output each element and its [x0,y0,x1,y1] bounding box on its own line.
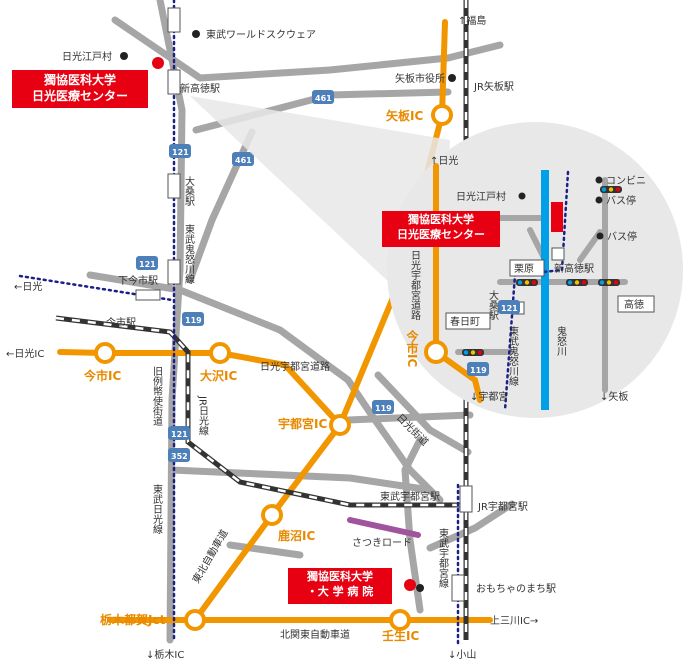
label-tobu-utsunomiya-line: 東武宇都宮線 [437,527,449,588]
road-r121-main [156,0,186,644]
hospital-label-inset: 獨協医科大学 日光医療センター [382,211,500,247]
hospital-nikko-line2: 日光医療センター [31,89,128,104]
inset-label-takatoku: 高徳 [624,298,644,311]
label-oyama: ↓小山 [448,649,476,661]
route-121-a: 121 [172,148,189,157]
label-tobu-nikko-line: 東武日光線 [151,483,163,534]
interchanges [94,104,453,631]
hospital-marker-nikko [152,57,164,69]
hospital-nikko-line1: 獨協医科大学 [43,73,116,87]
label-omocha-no-machi-sta: おもちゃのまち駅 [476,583,556,595]
route-119-b: 119 [375,404,392,413]
inset-label-bus-stop-2: バス停 [607,230,637,243]
label-jr-utsunomiya-sta: JR宇都宮駅 [477,500,528,513]
hospital-label-nikko: 獨協医科大学 日光医療センター [12,70,148,108]
label-kitakanto-expressway: 北関東自動車道 [280,628,350,641]
label-ojiki-sta: 大桑駅 [183,175,195,207]
label-imaichi-ic: 今市IC [83,368,121,383]
inset-label-ojiki-sta: 大桑駅 [487,289,499,321]
hospital-main-line2: ・大 学 病 院 [306,584,374,598]
label-tobu-kinugawa-line: 東武鬼怒川線 [183,223,195,284]
label-tochigi-ic: ↓栃木IC [146,648,184,661]
route-461-a: 461 [315,94,332,103]
label-shin-takatoku-sta: 新高徳駅 [180,82,220,95]
road-city-east [344,411,474,424]
label-utsunomiya-ic: 宇都宮IC [278,416,327,431]
inset-label-kasugacho: 春日町 [450,316,480,328]
route-121-c: 121 [171,430,188,439]
inset-label-shin-takatoku: 新高徳駅 [554,262,594,275]
inset-label-tobu-kinugawa-line: 東武鬼怒川線 [507,325,519,386]
inset-label-kurihara: 栗原 [514,263,534,275]
label-nikko-edomura: 日光江戸村 [62,50,112,63]
label-fukushima: ↑福島 [458,14,486,27]
route-119-a: 119 [185,316,202,325]
inset-label-kinugawa: 鬼怒川 [555,325,567,356]
label-satsuki-road: さつきロード [352,537,412,549]
label-tochigi-tsuga-jct: 栃木都賀Jct [100,612,166,627]
inset-label-nikko-utsunomiya-road: 日光宇都宮道路 [409,250,421,321]
label-jr-nikko-line: JR日光線 [197,395,209,436]
label-osawa-ic: 大沢IC [200,368,237,383]
satsuki-road-line [347,517,421,538]
inset-label-imaichi-ic: 今市IC [405,329,419,368]
label-jr-yaita-sta: JR矢板駅 [473,80,514,93]
label-mibu-ic: 壬生IC [382,628,419,643]
route-121-b: 121 [139,260,156,269]
inset-label-convenience: コンビニ [606,175,646,187]
label-yaita-city-hall: 矢板市役所 [395,72,445,85]
label-nikko-utsunomiya-road: 日光宇都宮道路 [260,360,330,373]
label-tobu-utsunomiya-sta: 東武宇都宮駅 [380,490,440,503]
label-tobu-world-square: 東武ワールドスクウェア [206,28,316,41]
inset-label-bus-stop-1: バス停 [606,194,636,207]
road-south-3 [226,541,304,559]
label-yaita-ic: 矢板IC [386,108,423,123]
route-461-b: 461 [235,156,252,165]
stations [135,7,473,602]
inset-callout-wedge [190,96,450,330]
hospital-label-main: 獨協医科大学 ・大 学 病 院 [288,568,392,604]
label-kanuma-ic: 鹿沼IC [278,528,315,543]
label-imaichi-sta: 今市駅 [106,316,136,329]
inset-label-yaita: ↓矢板 [600,390,628,403]
inset-label-nikko-edomura: 日光江戸村 [456,190,506,203]
hospital-main-line1: 獨協医科大学 [307,570,373,583]
label-kaminokawa-ic: 上三川IC→ [490,615,538,627]
label-old-reiheishi-road: 旧例幣使街道 [151,366,163,426]
route-shields: 461 461 121 121 119 119 121 352 [136,90,394,462]
road-r119-main [86,271,444,504]
label-nikko-ic-west: ←日光IC [6,347,44,360]
inset-label-utsunomiya: ↓宇都宮 [470,390,508,403]
inset-label-nikko: ↑日光 [430,154,458,167]
label-nikko-west: ←日光 [14,280,42,293]
road-south-4 [426,500,516,552]
hospital-inset-line2: 日光医療センター [397,227,485,241]
inset-route-121: 121 [501,304,518,313]
inset-map: 121 119 栗原 春日町 高徳 ↑日光 日光江戸村 コンビニ バス停 バス停… [387,122,683,418]
inset-route-119: 119 [470,366,487,375]
hospital-inset-line1: 獨協医科大学 [408,213,474,226]
route-352: 352 [171,452,188,461]
label-shimo-imaichi-sta: 下今市駅 [118,274,158,287]
road-nikko-kaido [374,371,472,456]
landmark-dots [120,30,456,592]
hospital-marker-main [404,579,416,591]
